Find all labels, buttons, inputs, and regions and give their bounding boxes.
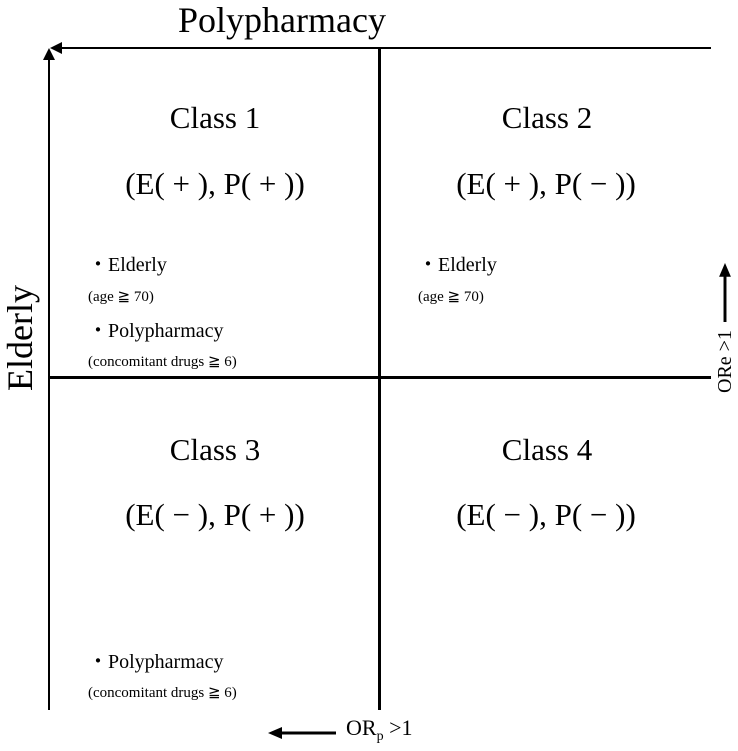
class-1-item-elderly: ・Elderly (88, 254, 167, 276)
class-1-item-elderly-detail: (age ≧ 70) (88, 289, 154, 305)
class-2-item-elderly-detail: (age ≧ 70) (418, 289, 484, 305)
class-3-item-polypharmacy: ・Polypharmacy (88, 651, 224, 673)
class-3-item-polypharmacy-detail: (concomitant drugs ≧ 6) (88, 685, 237, 701)
elderly-axis-title: Elderly (0, 285, 40, 391)
orp-indicator: ORp >1 (268, 714, 412, 751)
class-2-item-elderly: ・Elderly (418, 254, 497, 276)
class-1-item-polypharmacy: ・Polypharmacy (88, 320, 224, 342)
class-2-title: Class 2 (501, 100, 593, 135)
class-2-code: (E( + ), P( − )) (456, 166, 636, 201)
arrow-left-icon (50, 42, 62, 54)
class-3-code: (E( − ), P( + )) (125, 497, 305, 532)
class-1-title: Class 1 (169, 100, 261, 135)
class-4-title: Class 4 (501, 432, 593, 467)
ore-indicator: ORe >1 (713, 263, 737, 393)
orp-main: OR (346, 715, 377, 740)
ore-indicator-label: ORe >1 (714, 330, 736, 393)
class-3-title: Class 3 (169, 432, 261, 467)
class-4-code: (E( − ), P( − )) (456, 497, 636, 532)
arrow-up-long-icon (719, 263, 731, 323)
vertical-divider (378, 48, 381, 710)
top-axis-line (58, 47, 711, 49)
horizontal-divider (49, 376, 711, 379)
class-1-item-polypharmacy-detail: (concomitant drugs ≧ 6) (88, 354, 237, 370)
arrow-up-icon (43, 48, 55, 60)
left-axis-line (48, 58, 50, 710)
class-1-code: (E( + ), P( + )) (125, 166, 305, 201)
orp-indicator-label: ORp >1 (346, 714, 412, 751)
polypharmacy-axis-title: Polypharmacy (178, 0, 386, 40)
arrow-left-long-icon (268, 726, 336, 739)
orp-subscript: p (376, 729, 384, 744)
orp-threshold: >1 (383, 715, 413, 740)
